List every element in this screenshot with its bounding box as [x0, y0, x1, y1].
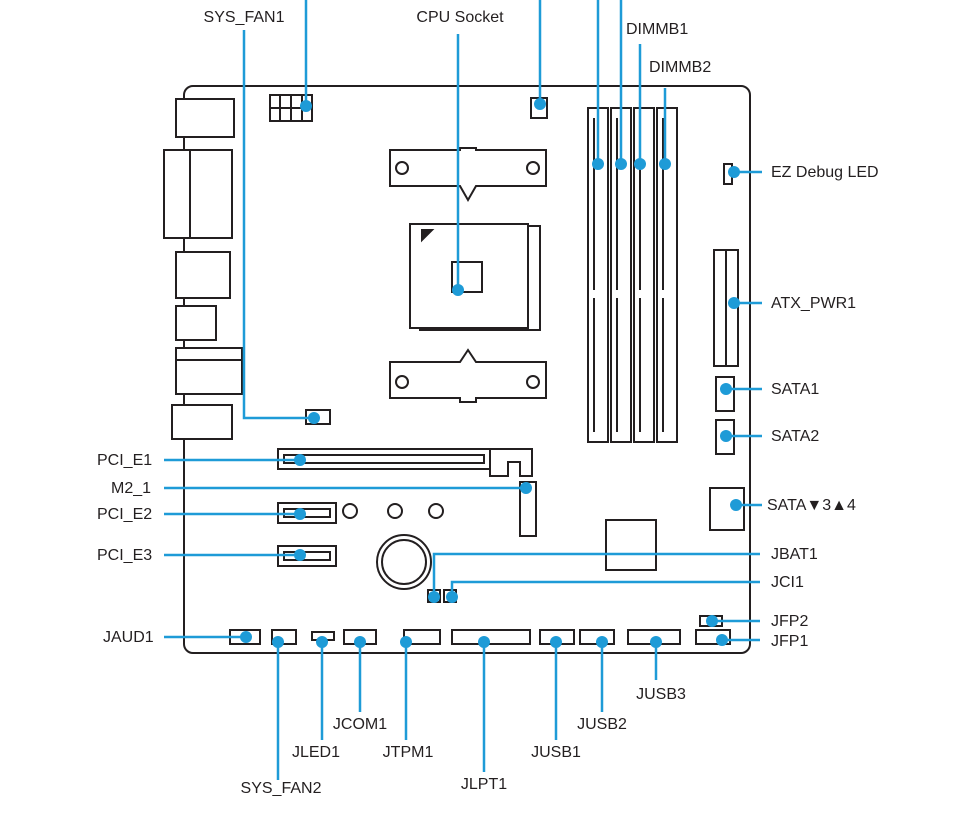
- leader-dots: [240, 98, 742, 648]
- cmos-battery: [376, 534, 432, 590]
- label-jled1: JLED1: [291, 744, 341, 761]
- label-jci1: JCI1: [771, 574, 804, 591]
- label-ez-debug-led: EZ Debug LED: [771, 164, 879, 181]
- label-jfp1: JFP1: [771, 633, 809, 650]
- jlpt1-header: [451, 629, 531, 645]
- rear-io-port: [175, 98, 235, 138]
- label-atx-pwr1: ATX_PWR1: [771, 295, 857, 312]
- label-dimmb1: DIMMB1: [626, 21, 689, 38]
- label-pci-e1: PCI_E1: [97, 452, 153, 469]
- label-pci-e2: PCI_E2: [97, 506, 153, 523]
- label-sys-fan1: SYS_FAN1: [203, 9, 285, 26]
- label-sata1: SATA1: [771, 381, 820, 398]
- rear-io-hdmi: [175, 305, 217, 341]
- chipset: [605, 519, 657, 571]
- sata34-port: [709, 487, 745, 531]
- label-dimmb2: DIMMB2: [649, 59, 712, 76]
- label-jaud1: JAUD1: [103, 629, 154, 646]
- rear-io-vga: [163, 149, 233, 239]
- label-jfp2: JFP2: [771, 613, 809, 630]
- label-cpu-socket: CPU Socket: [416, 9, 504, 26]
- label-jtpm1: JTPM1: [382, 744, 434, 761]
- m2-slot: [519, 481, 537, 537]
- label-jusb1: JUSB1: [531, 744, 581, 761]
- pci-e1-slot: [277, 448, 491, 470]
- retention-bracket-top: [389, 147, 547, 203]
- rear-io-audio: [171, 404, 233, 440]
- label-m2-1: M2_1: [111, 480, 152, 497]
- label-sata34: SATA▼3▲4: [767, 497, 856, 514]
- label-jcom1: JCOM1: [332, 716, 388, 733]
- label-jbat1: JBAT1: [771, 546, 818, 563]
- label-sata2: SATA2: [771, 428, 820, 445]
- label-jlpt1: JLPT1: [460, 776, 508, 793]
- label-pci-e3: PCI_E3: [97, 547, 153, 564]
- label-sys-fan2: SYS_FAN2: [240, 780, 322, 797]
- rear-io-lan: [175, 347, 243, 395]
- rear-io-usb: [175, 251, 231, 299]
- label-jusb3: JUSB3: [636, 686, 686, 703]
- dimm-slots: [587, 107, 678, 443]
- label-jusb2: JUSB2: [577, 716, 627, 733]
- retention-bracket-bottom: [389, 348, 547, 403]
